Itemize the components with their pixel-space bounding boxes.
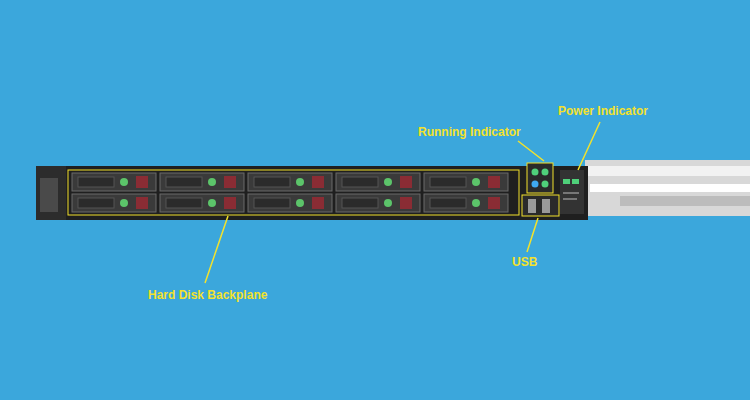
power-led: [563, 179, 570, 184]
drive-latch: [400, 176, 412, 188]
drive-tray: [72, 194, 156, 212]
drive-handle: [342, 177, 378, 187]
server-rail: [585, 160, 750, 216]
drive-handle: [342, 198, 378, 208]
led: [542, 181, 549, 188]
drive-tray: [336, 173, 420, 191]
callout-label: Hard Disk Backplane: [148, 288, 267, 302]
drive-handle: [430, 177, 466, 187]
drive-led: [296, 199, 304, 207]
drive-handle: [78, 198, 114, 208]
usb-port: [542, 199, 550, 213]
drive-led: [384, 199, 392, 207]
drive-handle: [78, 177, 114, 187]
led: [532, 181, 539, 188]
drive-led: [120, 199, 128, 207]
callout-label: Power Indicator: [558, 104, 648, 118]
drive-latch: [224, 176, 236, 188]
drive-tray: [336, 194, 420, 212]
drive-led: [472, 199, 480, 207]
callout-label: USB: [512, 255, 537, 269]
callout-label: Running Indicator: [418, 125, 521, 139]
usb-port: [528, 199, 536, 213]
server-chassis: [36, 166, 588, 220]
drive-latch: [136, 176, 148, 188]
highlight-box: [68, 170, 519, 215]
led: [542, 169, 549, 176]
drive-latch: [312, 176, 324, 188]
leader-line: [205, 216, 228, 283]
server-rail: [620, 196, 750, 206]
leader-line: [527, 218, 538, 252]
server-tag: [40, 178, 58, 212]
drive-tray: [248, 194, 332, 212]
drive-tray: [72, 173, 156, 191]
drive-led: [208, 178, 216, 186]
drive-handle: [254, 177, 290, 187]
power-led: [572, 179, 579, 184]
drive-led: [208, 199, 216, 207]
drive-latch: [312, 197, 324, 209]
highlight-box: [527, 163, 553, 193]
server-ear: [36, 166, 66, 220]
server-rail: [585, 166, 750, 176]
power-panel: [560, 170, 584, 214]
drive-tray: [424, 173, 508, 191]
drive-latch: [224, 197, 236, 209]
drive-tray: [424, 194, 508, 212]
drive-handle: [430, 198, 466, 208]
drive-handle: [166, 198, 202, 208]
drive-handle: [254, 198, 290, 208]
server-rail: [590, 184, 750, 192]
drive-led: [120, 178, 128, 186]
drive-tray: [248, 173, 332, 191]
drive-latch: [488, 197, 500, 209]
drive-latch: [400, 197, 412, 209]
drive-tray: [160, 173, 244, 191]
drive-latch: [136, 197, 148, 209]
leader-line: [578, 122, 600, 170]
highlight-box: [522, 195, 559, 216]
drive-tray: [160, 194, 244, 212]
drive-latch: [488, 176, 500, 188]
panel-mark: [563, 198, 577, 200]
drive-bays: [72, 173, 508, 212]
led: [532, 169, 539, 176]
panel-mark: [563, 192, 579, 194]
drive-led: [296, 178, 304, 186]
leader-line: [518, 141, 544, 161]
drive-led: [472, 178, 480, 186]
drive-led: [384, 178, 392, 186]
drive-handle: [166, 177, 202, 187]
